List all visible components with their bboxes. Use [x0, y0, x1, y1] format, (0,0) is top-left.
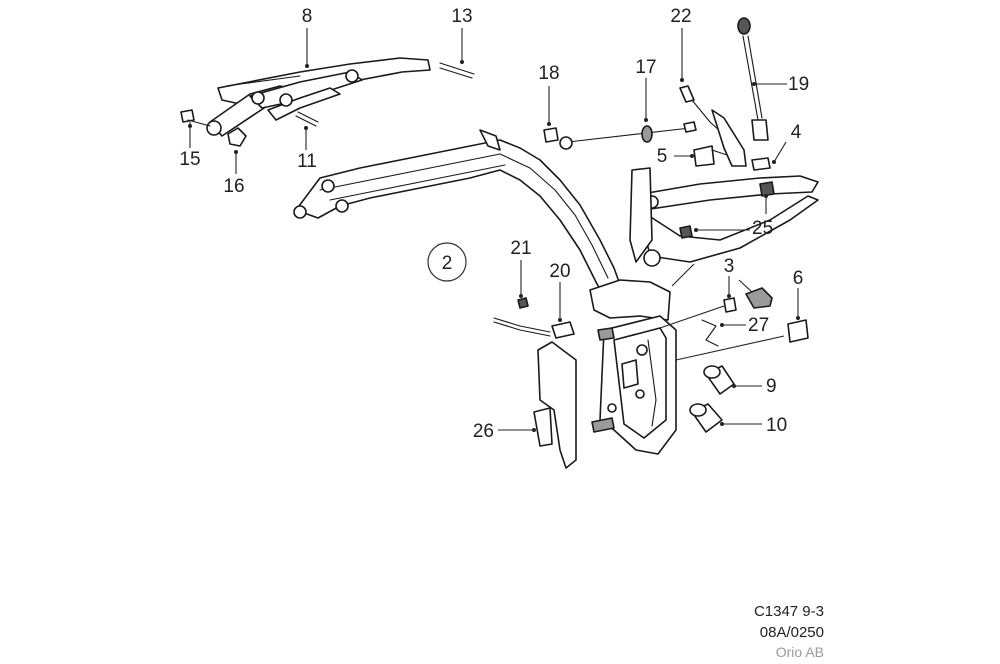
callout-27: 27: [748, 315, 769, 336]
callout-21: 21: [510, 238, 531, 259]
callout-2: 2: [442, 253, 453, 274]
callout-25: 25: [752, 218, 773, 239]
callout-19: 19: [788, 74, 809, 95]
callout-11: 11: [297, 151, 317, 172]
callout-20: 20: [549, 261, 570, 282]
callout-18: 18: [538, 63, 559, 84]
callout-2-circle: [427, 242, 467, 282]
callout-22: 22: [670, 6, 691, 27]
callout-4: 4: [791, 122, 802, 143]
main-frame: [293, 129, 671, 321]
callout-3: 3: [724, 256, 735, 277]
callout-5: 5: [657, 146, 668, 167]
leader-dots: [188, 60, 800, 432]
upper-linkage-assembly: [180, 57, 475, 147]
callout-26: 26: [473, 421, 494, 442]
callout-8: 8: [302, 6, 313, 27]
revision-code: 08A/0250: [759, 624, 824, 641]
callout-6: 6: [793, 268, 804, 289]
callout-17: 17: [635, 57, 656, 78]
part-labels: 8 13 15 16 11 18 17 22 19 4 5 25 2 21 20…: [179, 6, 809, 442]
callout-16: 16: [223, 176, 244, 197]
right-arm-assembly: [543, 17, 819, 267]
callout-15: 15: [179, 149, 200, 170]
callout-9: 9: [766, 376, 777, 397]
publisher-credit: Orio AB: [775, 644, 824, 660]
callout-13: 13: [451, 6, 472, 27]
callout-10: 10: [766, 415, 787, 436]
drawing-number: C1347 9-3: [753, 603, 824, 620]
